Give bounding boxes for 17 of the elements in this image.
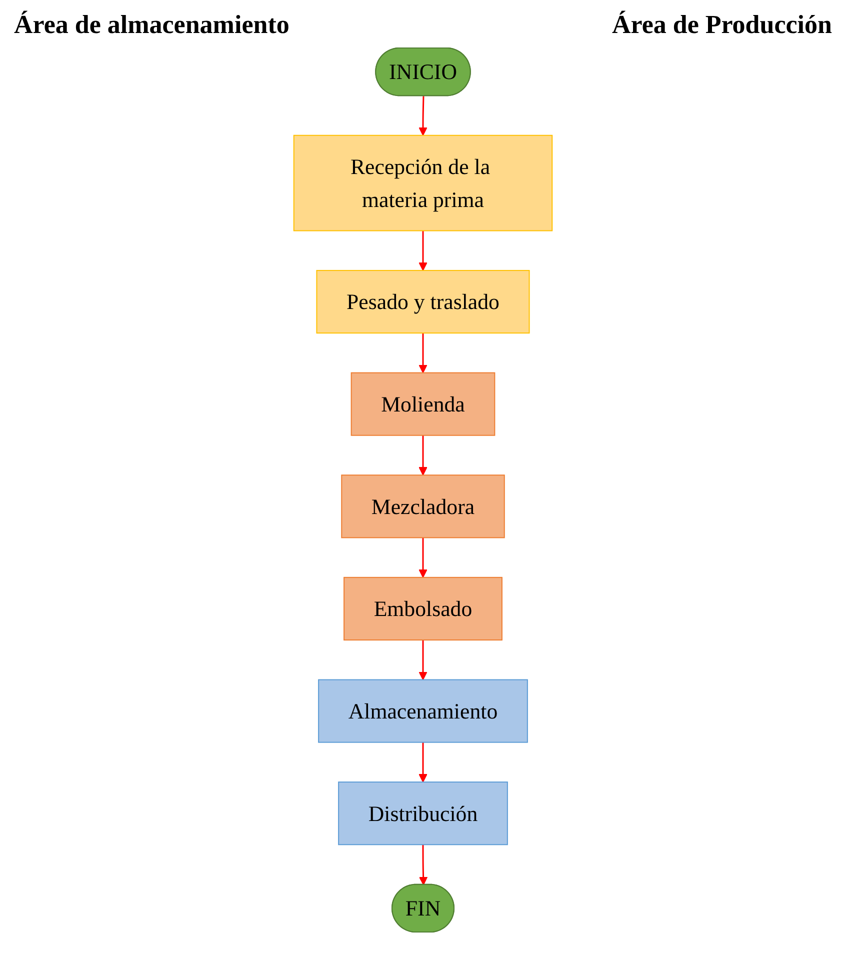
- arrow: [418, 742, 428, 782]
- node-box: Recepción de la materia prima: [293, 134, 553, 232]
- node-box: Molienda: [350, 372, 496, 436]
- arrow: [418, 844, 428, 886]
- arrow: [418, 230, 428, 271]
- node-box: Embolsado: [344, 576, 502, 640]
- node-box: Pesado y traslado: [316, 270, 530, 334]
- node-box: Distribución: [338, 782, 508, 846]
- column-heading: Área de almacenamiento: [14, 10, 290, 40]
- arrow: [418, 538, 428, 578]
- node-box: Almacenamiento: [318, 679, 528, 743]
- arrow: [418, 640, 428, 680]
- column-heading: Área de Producción: [612, 10, 832, 40]
- node-box: Mezcladora: [341, 474, 505, 538]
- arrow: [418, 333, 428, 374]
- arrow: [418, 435, 428, 476]
- arrow: [418, 96, 428, 136]
